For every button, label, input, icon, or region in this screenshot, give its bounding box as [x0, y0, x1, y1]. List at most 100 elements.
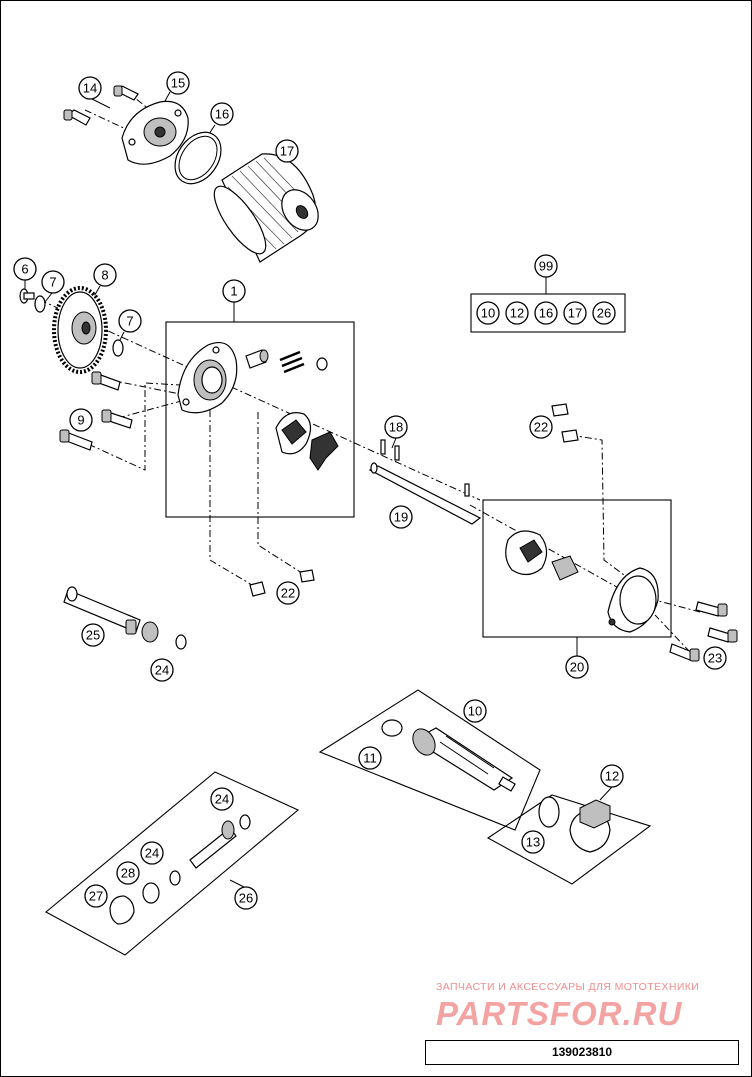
oil-filter-screen-25	[63, 586, 159, 643]
svg-text:24: 24	[215, 792, 229, 807]
svg-text:7: 7	[49, 275, 56, 290]
callout-17: 17	[275, 139, 299, 163]
drawing-number: 139023810	[425, 1040, 739, 1065]
callout-19: 19	[389, 505, 413, 529]
svg-text:12: 12	[605, 769, 619, 784]
svg-text:6: 6	[21, 262, 28, 277]
oil-filter-17	[213, 153, 319, 263]
svg-text:16: 16	[539, 306, 553, 321]
callout-28: 28	[116, 861, 140, 885]
callout-13: 13	[521, 830, 545, 854]
centerline-bolt-mid	[117, 399, 186, 419]
assembly-box-26	[45, 771, 300, 956]
callout-20: 20	[565, 655, 589, 679]
callout-99: 99	[534, 254, 558, 278]
callout-24b: 24	[210, 787, 234, 811]
svg-text:26: 26	[597, 306, 611, 321]
watermark-tagline: ЗАПЧАСТИ И АКСЕССУАРЫ ДЛЯ МОТОТЕХНИКИ	[436, 981, 700, 993]
svg-text:20: 20	[570, 660, 584, 675]
pump-shaft-19	[368, 462, 482, 525]
callout-26: 26	[234, 886, 258, 910]
centerline-pump-20	[469, 504, 641, 601]
svg-text:11: 11	[363, 751, 377, 766]
svg-text:13: 13	[526, 835, 540, 850]
washer-7b	[112, 339, 124, 357]
oil-pump-20	[505, 530, 659, 633]
callout-8: 8	[93, 263, 117, 287]
callout-14: 14	[78, 76, 102, 100]
leader-14	[89, 97, 111, 109]
leader-7a	[44, 292, 53, 303]
callout-15: 15	[166, 71, 190, 95]
svg-text:10: 10	[481, 306, 495, 321]
kit-99-item-16: 16	[534, 301, 558, 325]
svg-text:23: 23	[708, 651, 722, 666]
centerline-main-shaft	[39, 299, 481, 501]
svg-text:16: 16	[215, 107, 229, 122]
bolts-14	[63, 85, 139, 126]
svg-text:10: 10	[468, 704, 482, 719]
centerline-pin-22-left	[209, 410, 253, 586]
oil-pump-gear-8	[52, 286, 108, 374]
pins-18	[380, 439, 470, 497]
callout-1: 1	[222, 279, 246, 303]
svg-text:8: 8	[101, 268, 108, 283]
kit-99-box	[470, 293, 626, 333]
o-ring-24b	[239, 814, 251, 830]
kit-99-item-10: 10	[476, 301, 500, 325]
centerline-bolt-lower	[74, 382, 181, 471]
bolts-23	[669, 601, 738, 662]
centerline-bolt-14a	[84, 109, 129, 131]
svg-text:1: 1	[230, 284, 237, 299]
o-ring-16	[174, 131, 222, 185]
oil-pump-housing-1	[177, 341, 339, 471]
svg-text:15: 15	[171, 76, 185, 91]
callout-10: 10	[463, 699, 487, 723]
svg-text:27: 27	[89, 889, 103, 904]
kit-99-item-17: 17	[563, 301, 587, 325]
screw-plug-12	[569, 799, 611, 853]
dowel-pins-22	[249, 403, 579, 597]
bolts-9	[59, 371, 133, 451]
washer-7a	[34, 295, 46, 313]
filter-cover-15	[121, 100, 189, 165]
svg-text:7: 7	[126, 314, 133, 329]
svg-text:18: 18	[389, 420, 403, 435]
leader-18	[391, 437, 397, 449]
svg-text:17: 17	[568, 306, 582, 321]
callout-7b: 7	[118, 309, 142, 333]
callout-24c: 24	[140, 841, 164, 865]
svg-text:24: 24	[155, 663, 169, 678]
callout-27: 27	[84, 884, 108, 908]
centerline-bolt-23a	[654, 599, 701, 613]
watermark-logo: PARTSFOR.RU	[436, 995, 683, 1032]
svg-text:28: 28	[121, 866, 135, 881]
leader-12	[599, 786, 613, 801]
o-ring-11	[381, 719, 403, 737]
svg-text:99: 99	[539, 259, 553, 274]
callout-6: 6	[13, 257, 37, 281]
callout-22-top: 22	[529, 415, 553, 439]
centerline-pin-22-top	[569, 434, 629, 579]
kit-99-item-26: 26	[592, 301, 616, 325]
callout-22-bottom: 22	[276, 581, 300, 605]
washer-6	[19, 288, 35, 304]
svg-text:22: 22	[534, 420, 548, 435]
svg-text:9: 9	[77, 413, 84, 428]
centerline-bolt-upper	[109, 379, 186, 396]
callout-12: 12	[600, 764, 624, 788]
assembly-box-1	[165, 321, 355, 518]
centerline-bolt-23b	[654, 614, 691, 653]
o-ring-24a	[175, 634, 187, 650]
callout-9: 9	[69, 408, 93, 432]
oil-filter-insert-10	[381, 719, 516, 792]
assembly-box-12	[486, 794, 652, 885]
filter-kit-26	[109, 814, 251, 925]
svg-text:26: 26	[239, 891, 253, 906]
svg-text:17: 17	[280, 144, 294, 159]
callout-11: 11	[358, 746, 382, 770]
callout-16: 16	[210, 102, 234, 126]
callout-7a: 7	[41, 270, 65, 294]
centerline-pin-22-right	[257, 412, 306, 576]
